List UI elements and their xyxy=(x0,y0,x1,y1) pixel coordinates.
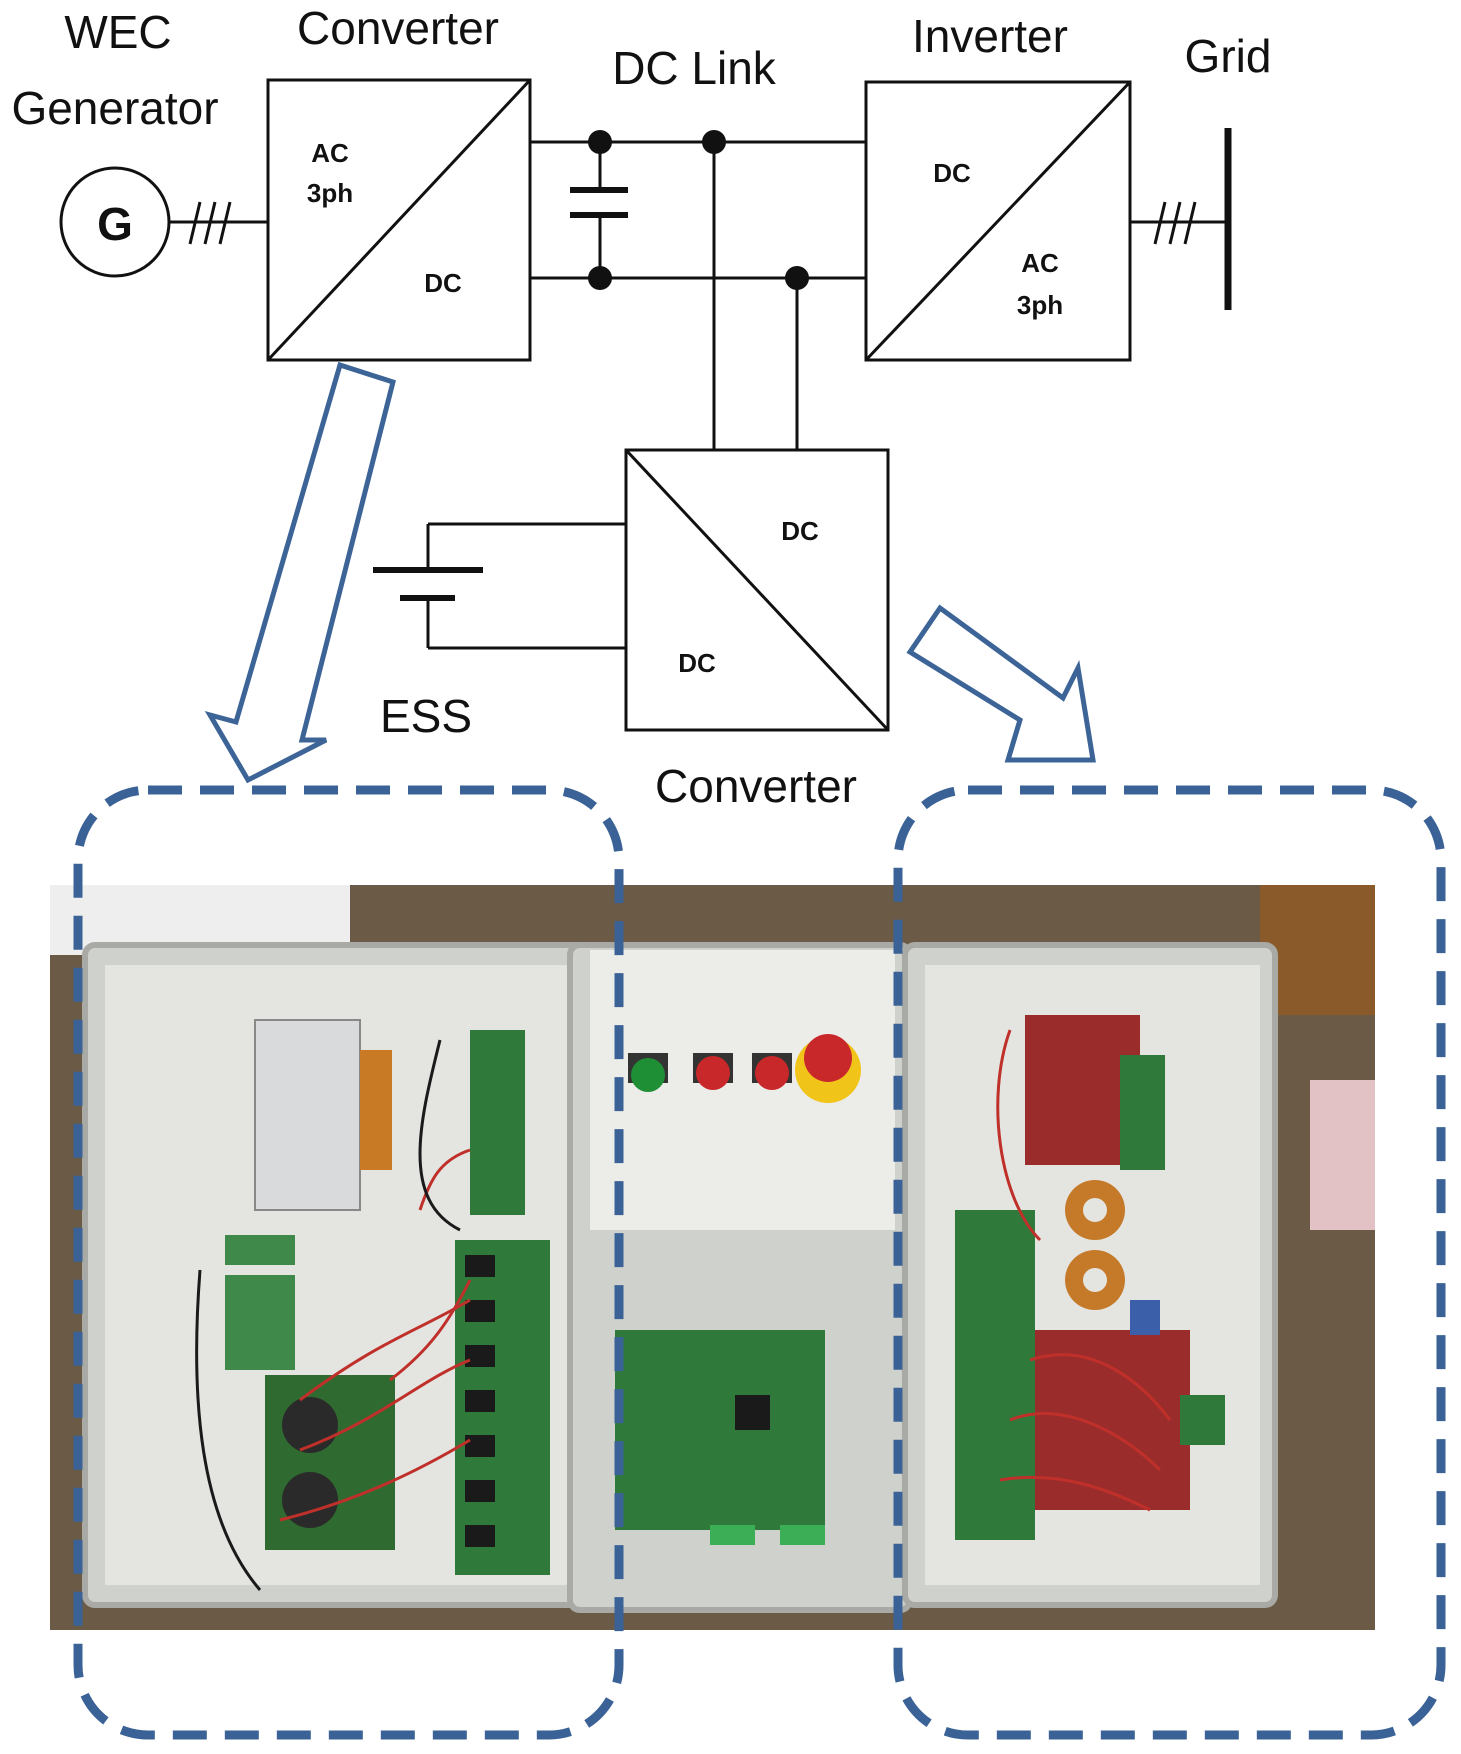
converter-bottom-dc-lower: DC xyxy=(678,648,716,678)
converter-top-block: AC 3ph DC xyxy=(266,78,532,362)
generator-letter: G xyxy=(97,198,133,250)
equipment-photo xyxy=(50,885,1375,1630)
converter-top-dc: DC xyxy=(424,268,462,298)
inverter-label: Inverter xyxy=(912,10,1068,62)
control-board xyxy=(615,1330,825,1530)
converter-bottom-label: Converter xyxy=(655,760,857,812)
sensor-board xyxy=(225,1235,295,1265)
dc-link-board xyxy=(265,1375,395,1550)
right-dashed-frame xyxy=(893,785,1446,1740)
converter-top-3ph: 3ph xyxy=(307,178,353,208)
pcb-green xyxy=(955,1210,1035,1540)
left-dashed-frame xyxy=(73,785,624,1740)
converter-top-ac: AC xyxy=(311,138,349,168)
green-button xyxy=(631,1058,665,1092)
generator-label: Generator xyxy=(11,82,218,134)
pcb-red xyxy=(1035,1330,1190,1510)
capacitor-bank xyxy=(360,1050,392,1170)
left-cabinet xyxy=(82,942,593,1608)
junction-dots xyxy=(588,130,809,290)
ess-label: ESS xyxy=(380,690,472,742)
arrow-to-right-cabinet xyxy=(906,604,1096,763)
right-cabinet xyxy=(902,942,1278,1608)
red-button xyxy=(696,1056,730,1090)
inverter-3ph: 3ph xyxy=(1017,290,1063,320)
grid-label: Grid xyxy=(1185,30,1272,82)
inverter-dc: DC xyxy=(933,158,971,188)
wec-label: WEC xyxy=(64,6,171,58)
red-button xyxy=(755,1056,789,1090)
arrow-to-left-cabinet xyxy=(204,361,397,784)
converter-top-label: Converter xyxy=(297,2,499,54)
generator-symbol: G xyxy=(59,166,171,278)
dc-link-label: DC Link xyxy=(612,42,777,94)
sensor-board xyxy=(225,1275,295,1370)
converter-bottom-block: DC DC xyxy=(624,448,890,732)
inverter-ac: AC xyxy=(1021,248,1059,278)
converter-bottom-dc-upper: DC xyxy=(781,516,819,546)
driver-board xyxy=(470,1030,525,1215)
inverter-block: DC AC 3ph xyxy=(864,80,1132,362)
pink-box xyxy=(1310,1080,1375,1230)
circuit-wiring xyxy=(170,128,1232,650)
heatsink xyxy=(254,1019,361,1211)
middle-cabinet xyxy=(567,942,913,1613)
wooden-box xyxy=(1260,885,1375,1015)
